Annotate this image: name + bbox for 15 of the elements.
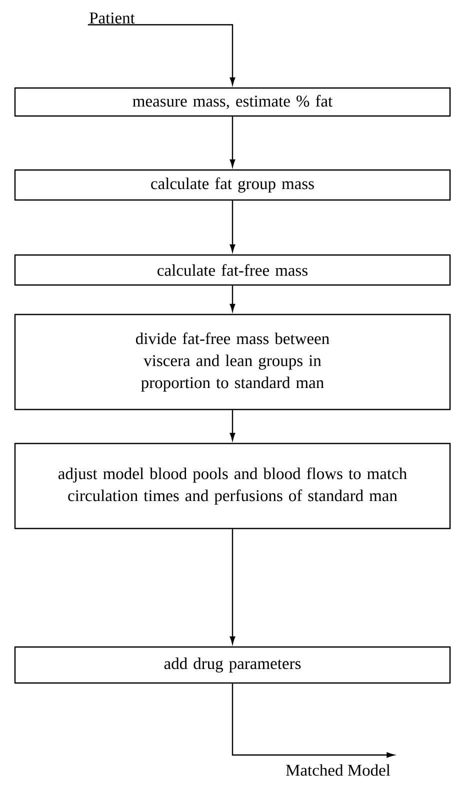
arrow bbox=[230, 286, 236, 312]
process-box: measure mass, estimate % fat bbox=[14, 87, 451, 117]
arrow bbox=[230, 410, 236, 440]
arrow bbox=[230, 116, 236, 167]
process-box: calculate fat-free mass bbox=[14, 254, 451, 286]
arrow bbox=[232, 684, 394, 758]
process-box: calculate fat group mass bbox=[14, 169, 451, 201]
arrow bbox=[230, 200, 236, 252]
terminal-label: Matched Model bbox=[286, 764, 390, 776]
process-box: adjust model blood pools and blood flows to match circulation times and perfusions of standard man bbox=[14, 442, 451, 530]
terminal-label: Patient bbox=[90, 12, 135, 24]
arrow bbox=[230, 529, 236, 644]
process-box: divide fat-free mass between viscera and lean groups in proportion to standard man bbox=[14, 314, 451, 410]
arrow bbox=[88, 24, 236, 85]
process-box: add drug parameters bbox=[14, 646, 451, 684]
